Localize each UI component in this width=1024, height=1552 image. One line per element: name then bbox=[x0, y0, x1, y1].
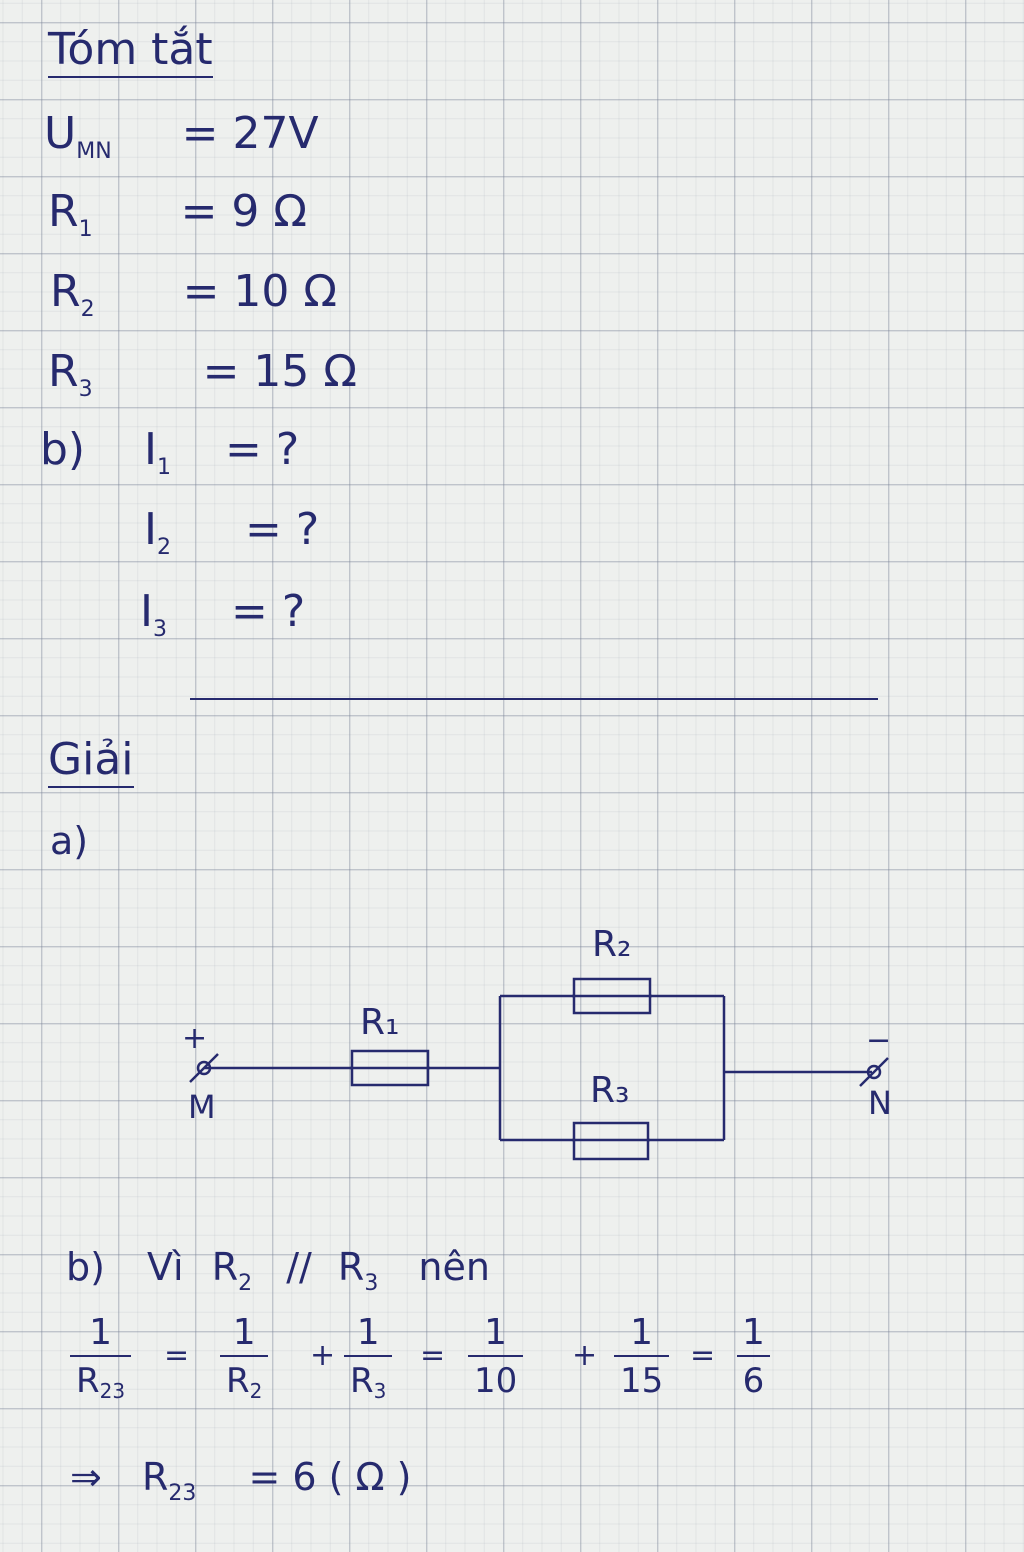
minus-sign: − bbox=[866, 1023, 891, 1058]
plus-sign-2: + bbox=[572, 1338, 598, 1373]
equals-sign-2: = bbox=[420, 1338, 446, 1373]
terminal-m bbox=[196, 1060, 212, 1076]
given-r3: R3 = 15 Ω bbox=[48, 350, 357, 401]
question-subscript: 2 bbox=[156, 535, 171, 560]
den-symbol: R bbox=[76, 1361, 100, 1401]
parallel-symbol: // bbox=[286, 1245, 312, 1289]
equals-sign-3: = bbox=[690, 1338, 716, 1373]
result-subscript: 23 bbox=[168, 1481, 197, 1506]
fraction-numerator: 1 bbox=[484, 1312, 508, 1353]
question-value: = ? bbox=[244, 504, 320, 555]
plus-sign-1: + bbox=[310, 1338, 336, 1373]
terminal-m-mark bbox=[189, 1053, 219, 1083]
fraction-numerator: 1 bbox=[232, 1312, 256, 1353]
given-subscript: 3 bbox=[78, 377, 93, 402]
fraction-denominator: 15 bbox=[614, 1355, 670, 1401]
given-r1: R1 = 9 Ω bbox=[48, 190, 307, 241]
given-r2: R2 = 10 Ω bbox=[50, 270, 337, 321]
den-subscript: 23 bbox=[99, 1379, 126, 1403]
implies-arrow: ⇒ bbox=[70, 1455, 102, 1499]
den-symbol: R bbox=[350, 1361, 374, 1401]
den-subscript: 3 bbox=[373, 1379, 387, 1403]
plus-sign: + bbox=[182, 1021, 207, 1056]
because-word: Vì bbox=[147, 1245, 184, 1289]
given-symbol: R bbox=[48, 346, 79, 397]
solution-title: Giải bbox=[48, 738, 134, 788]
given-value: = 15 Ω bbox=[202, 346, 358, 397]
question-value: = ? bbox=[230, 586, 306, 637]
question-label: b) bbox=[40, 424, 86, 475]
fraction-numerator: 1 bbox=[89, 1312, 112, 1353]
fraction-denominator: R3 bbox=[344, 1355, 393, 1403]
result-symbol: R bbox=[141, 1455, 169, 1499]
question-symbol: I bbox=[140, 586, 153, 637]
r3-subscript: 3 bbox=[364, 1271, 379, 1296]
given-symbol: R bbox=[50, 266, 81, 317]
fraction-numerator: 1 bbox=[742, 1312, 765, 1353]
den-symbol: R bbox=[226, 1361, 250, 1401]
question-value: = ? bbox=[224, 424, 300, 475]
den-subscript: 2 bbox=[249, 1379, 263, 1403]
part-a-label: a) bbox=[50, 819, 89, 863]
part-b-label: b) bbox=[66, 1245, 105, 1289]
part-b-statement: b) Vì R2 // R3 nên bbox=[66, 1248, 490, 1295]
fraction-numerator: 1 bbox=[630, 1312, 654, 1353]
section-divider bbox=[190, 698, 878, 700]
given-subscript: MN bbox=[76, 139, 112, 164]
question-i2: I2 = ? bbox=[144, 508, 319, 559]
r2-subscript: 2 bbox=[238, 1271, 253, 1296]
question-i1: I1 = ? bbox=[144, 428, 299, 479]
result-line: ⇒ R23 = 6 ( Ω ) bbox=[70, 1458, 411, 1505]
fraction-denominator: 10 bbox=[468, 1355, 524, 1401]
fraction-numerator: 1 bbox=[356, 1312, 380, 1353]
given-value: = 10 Ω bbox=[182, 266, 338, 317]
question-subscript: 3 bbox=[152, 617, 167, 642]
terminal-n-mark bbox=[859, 1057, 889, 1087]
summary-title: Tóm tắt bbox=[48, 28, 213, 78]
given-value: = 9 Ω bbox=[180, 186, 308, 237]
r1-label: R₁ bbox=[360, 1002, 399, 1043]
equals-sign: = bbox=[164, 1338, 190, 1373]
result-value: = 6 ( Ω ) bbox=[248, 1455, 412, 1499]
given-subscript: 1 bbox=[78, 217, 93, 242]
r3-label: R₃ bbox=[590, 1070, 629, 1111]
therefore-word: nên bbox=[418, 1245, 490, 1289]
node-m-label: M bbox=[188, 1088, 216, 1126]
fraction-r23: 1 R23 bbox=[70, 1312, 132, 1403]
r2-label: R₂ bbox=[592, 924, 631, 965]
given-subscript: 2 bbox=[80, 297, 95, 322]
given-value: = 27V bbox=[181, 108, 319, 159]
question-symbol: I bbox=[144, 424, 157, 475]
given-symbol: R bbox=[48, 186, 79, 237]
fraction-ten: 1 10 bbox=[468, 1312, 524, 1401]
fraction-six: 1 6 bbox=[736, 1312, 771, 1401]
fraction-r2: 1 R2 bbox=[220, 1312, 269, 1403]
fraction-denominator: R23 bbox=[70, 1355, 132, 1403]
r2-symbol: R bbox=[211, 1245, 239, 1289]
fraction-fifteen: 1 15 bbox=[614, 1312, 670, 1401]
r3-symbol: R bbox=[337, 1245, 365, 1289]
fraction-r3: 1 R3 bbox=[344, 1312, 393, 1403]
terminal-n bbox=[866, 1064, 882, 1080]
question-i3: I3 = ? bbox=[140, 590, 305, 641]
given-symbol: U bbox=[44, 108, 77, 159]
question-subscript: 1 bbox=[156, 455, 171, 480]
fraction-denominator: 6 bbox=[736, 1355, 771, 1401]
node-n-label: N bbox=[868, 1084, 892, 1122]
fraction-denominator: R2 bbox=[220, 1355, 269, 1403]
question-symbol: I bbox=[144, 504, 157, 555]
given-u-mn: UMN = 27V bbox=[44, 112, 319, 163]
